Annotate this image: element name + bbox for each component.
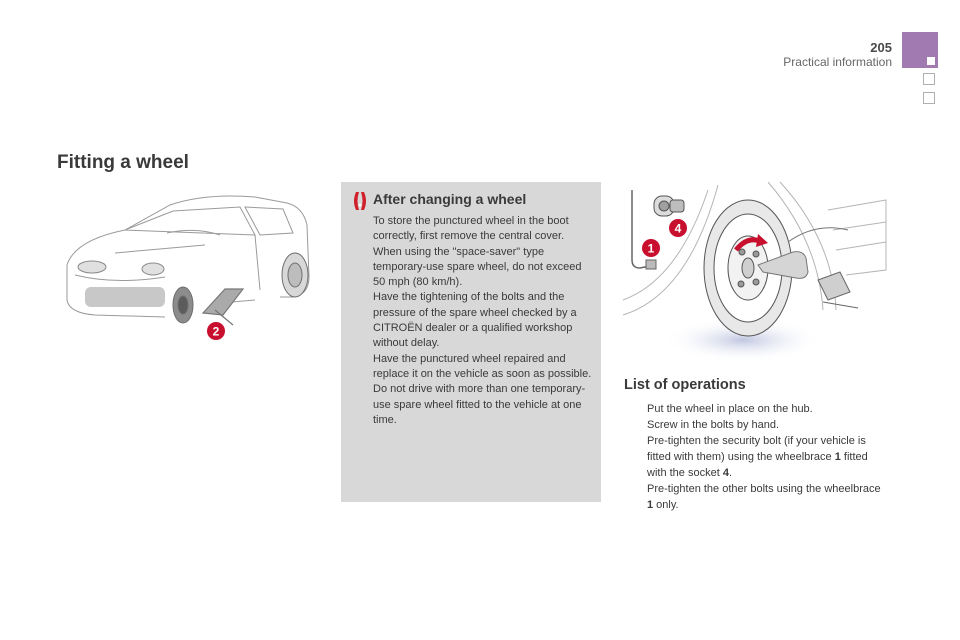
operation-step: Put the wheel in place on the hub. [624,401,889,417]
warning-paragraph: When using the "space-saver" type tempor… [373,245,582,289]
svg-text:4: 4 [675,222,682,236]
wheelbrace-reference: 1 [647,499,654,511]
wheel-illustration: 1 4 [622,181,887,362]
section-tab-marker [902,32,938,68]
operation-text: Put the wheel in place on the hub. [647,403,813,415]
operation-text: fitted with the socket [647,451,868,479]
socket-reference: 4 [722,467,729,479]
section-title: Practical information [783,55,892,69]
warning-body: To store the punctured wheel in the boot… [373,214,595,428]
warning-paragraph: Have the punctured wheel repaired and re… [373,352,592,380]
svg-text:2: 2 [213,325,220,339]
section-tab-box [923,92,935,104]
operation-step: Pre-tighten the security bolt (if your v… [624,433,889,481]
operation-step: Screw in the bolts by hand. [624,417,889,433]
warning-box: After changing a wheel To store the punc… [341,182,601,502]
warning-title: After changing a wheel [373,191,527,207]
callout-1: 1 [642,239,660,257]
operations-list: Put the wheel in place on the hub. Screw… [624,401,889,513]
operation-text: Pre-tighten the other bolts using the wh… [647,483,881,495]
operations-title: List of operations [624,377,746,393]
warning-exclamation-icon [354,192,366,210]
page-title: Fitting a wheel [57,152,189,173]
wheelbrace-reference: 1 [834,451,841,463]
operation-text: . [728,467,733,479]
operation-text: Pre-tighten the security bolt (if your v… [647,435,866,463]
warning-paragraph: Have the tightening of the bolts and the… [373,291,577,350]
callout-2: 2 [207,322,225,340]
car-illustration: 2 [66,195,310,340]
warning-paragraph: Do not drive with more than one temporar… [373,383,586,426]
warning-paragraph: To store the punctured wheel in the boot… [373,215,569,243]
svg-text:1: 1 [648,242,655,256]
section-tab-box [923,73,935,85]
page-number: 205 [870,40,892,55]
callout-4: 4 [669,219,687,237]
operation-step: Pre-tighten the other bolts using the wh… [624,481,889,513]
operation-text: only. [653,499,679,511]
operation-text: Screw in the bolts by hand. [647,419,780,431]
